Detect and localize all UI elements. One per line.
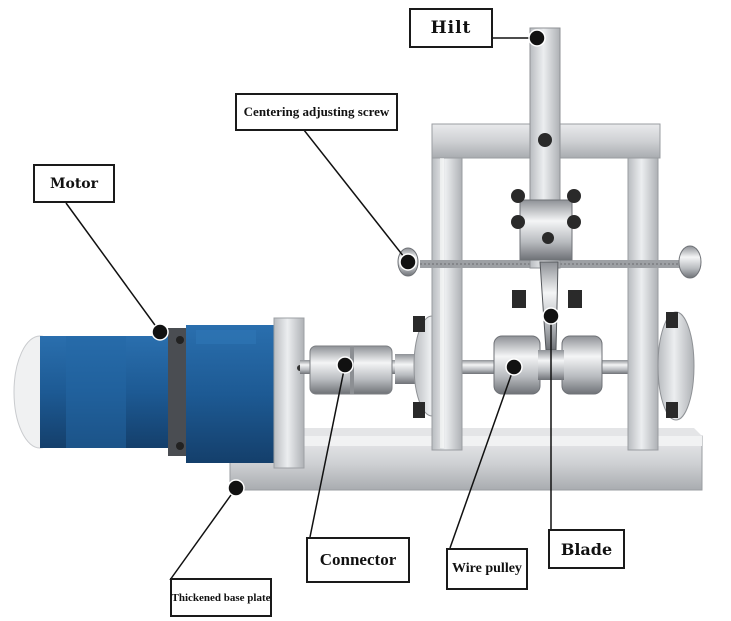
leader-base xyxy=(169,487,237,581)
label-connector: Connector xyxy=(306,537,410,583)
dot-base xyxy=(227,479,245,497)
connector-coupling xyxy=(309,345,415,395)
blade xyxy=(539,261,559,351)
leader-pulley xyxy=(449,366,515,549)
dot-blade xyxy=(542,307,560,325)
label-thickened-base-plate: Thickened base plate xyxy=(170,578,272,617)
motor xyxy=(13,317,305,469)
label-blade: Blade xyxy=(548,529,625,569)
base-plate xyxy=(229,428,703,491)
label-wire-pulley: Wire pulley xyxy=(446,548,528,590)
label-motor: Motor xyxy=(33,164,115,203)
leader-lines xyxy=(65,37,552,581)
leader-motor xyxy=(65,202,161,333)
clamp-assembly xyxy=(511,189,582,308)
dot-motor xyxy=(151,323,169,341)
right-bearing-plate xyxy=(657,311,695,421)
leader-screw xyxy=(299,124,409,263)
dot-hilt xyxy=(528,29,546,47)
label-hilt: Hilt xyxy=(409,8,493,48)
dot-connector xyxy=(336,356,354,374)
dot-screw xyxy=(399,253,417,271)
centering-adjusting-screw-right xyxy=(678,245,702,279)
frame xyxy=(431,123,661,451)
marker-dots xyxy=(151,29,560,497)
dot-pulley xyxy=(505,358,523,376)
label-centering-adjusting-screw: Centering adjusting screw xyxy=(235,93,398,131)
leader-connector xyxy=(309,364,346,538)
